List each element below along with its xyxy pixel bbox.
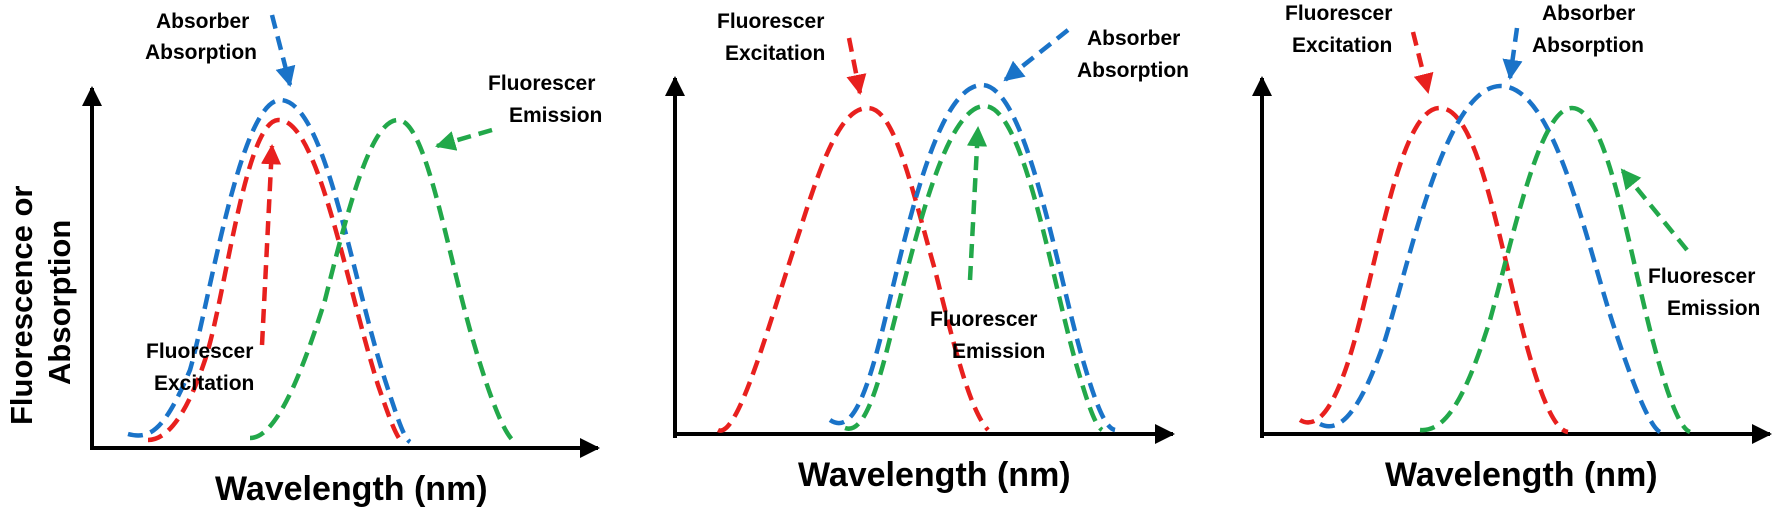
panel-1-fluorescer-excitation-curve xyxy=(147,117,404,444)
panel-2-absorber-arrow xyxy=(1003,28,1070,82)
y-axis-label: Fluorescence or Absorption xyxy=(4,186,77,425)
panel-2-absorber-label-line1: Absorber xyxy=(1087,27,1180,50)
panel-1-emission-label-line2: Emission xyxy=(509,104,602,127)
panel-3-emission-label-line2: Emission xyxy=(1667,297,1760,320)
panel-1-emission-arrow xyxy=(435,127,493,151)
panel-2-absorber-label-line2: Absorption xyxy=(1077,59,1189,82)
panel-2-excitation-arrow xyxy=(846,37,867,95)
panel-2-absorber-absorption-curve xyxy=(828,82,1116,433)
panel-1-absorber-label-line1: Absorber xyxy=(156,10,249,33)
panel-1-absorber-absorption-curve xyxy=(127,97,412,444)
panel-3-emission-label-line1: Fluorescer xyxy=(1648,265,1755,288)
panel-3-emission-arrow xyxy=(1620,168,1689,252)
panel-1-excitation-label-line1: Fluorescer xyxy=(146,340,253,363)
panel-3-absorber-absorption-curve xyxy=(1318,83,1662,435)
panel-3: Fluorescer Excitation Absorber Absorptio… xyxy=(1252,2,1772,494)
panel-1-emission-label-line1: Fluorescer xyxy=(488,72,595,95)
panel-2-fluorescer-excitation-curve xyxy=(717,105,990,433)
panel-1-absorber-arrow xyxy=(269,14,296,87)
panel-3-absorber-label-line1: Absorber xyxy=(1542,2,1635,25)
panel-3-excitation-label-line1: Fluorescer xyxy=(1285,2,1392,25)
y-axis-label-line1: Fluorescence or xyxy=(4,186,39,425)
panel-2-emission-label-line1: Fluorescer xyxy=(930,308,1037,331)
panel-3-excitation-arrow xyxy=(1410,31,1434,94)
panel-1: Absorber Absorption Fluorescer Emission … xyxy=(82,10,602,508)
panel-3-fluorescer-excitation-curve xyxy=(1298,105,1569,435)
panel-2-emission-label-line2: Emission xyxy=(952,340,1045,363)
panel-1-excitation-label-line2: Excitation xyxy=(154,372,254,395)
panel-1-excitation-arrow xyxy=(259,143,282,346)
y-axis-label-line2: Absorption xyxy=(42,220,77,385)
panel-3-absorber-label-line2: Absorption xyxy=(1532,34,1644,57)
panel-1-x-axis-label: Wavelength (nm) xyxy=(215,470,488,508)
panel-2: Fluorescer Excitation Absorber Absorptio… xyxy=(665,10,1189,494)
panel-3-excitation-label-line2: Excitation xyxy=(1292,34,1392,57)
panel-2-emission-arrow xyxy=(966,125,988,281)
panel-3-x-axis-label: Wavelength (nm) xyxy=(1385,456,1658,494)
panel-1-absorber-label-line2: Absorption xyxy=(145,41,257,64)
panel-1-fluorescer-emission-curve xyxy=(249,117,517,444)
panel-2-excitation-label-line2: Excitation xyxy=(725,42,825,65)
panel-2-x-axis-label: Wavelength (nm) xyxy=(798,456,1071,494)
panel-3-fluorescer-emission-curve xyxy=(1419,105,1692,435)
panel-2-fluorescer-emission-curve xyxy=(844,103,1104,432)
panel-3-absorber-arrow xyxy=(1502,27,1523,81)
panel-2-excitation-label-line1: Fluorescer xyxy=(717,10,824,33)
